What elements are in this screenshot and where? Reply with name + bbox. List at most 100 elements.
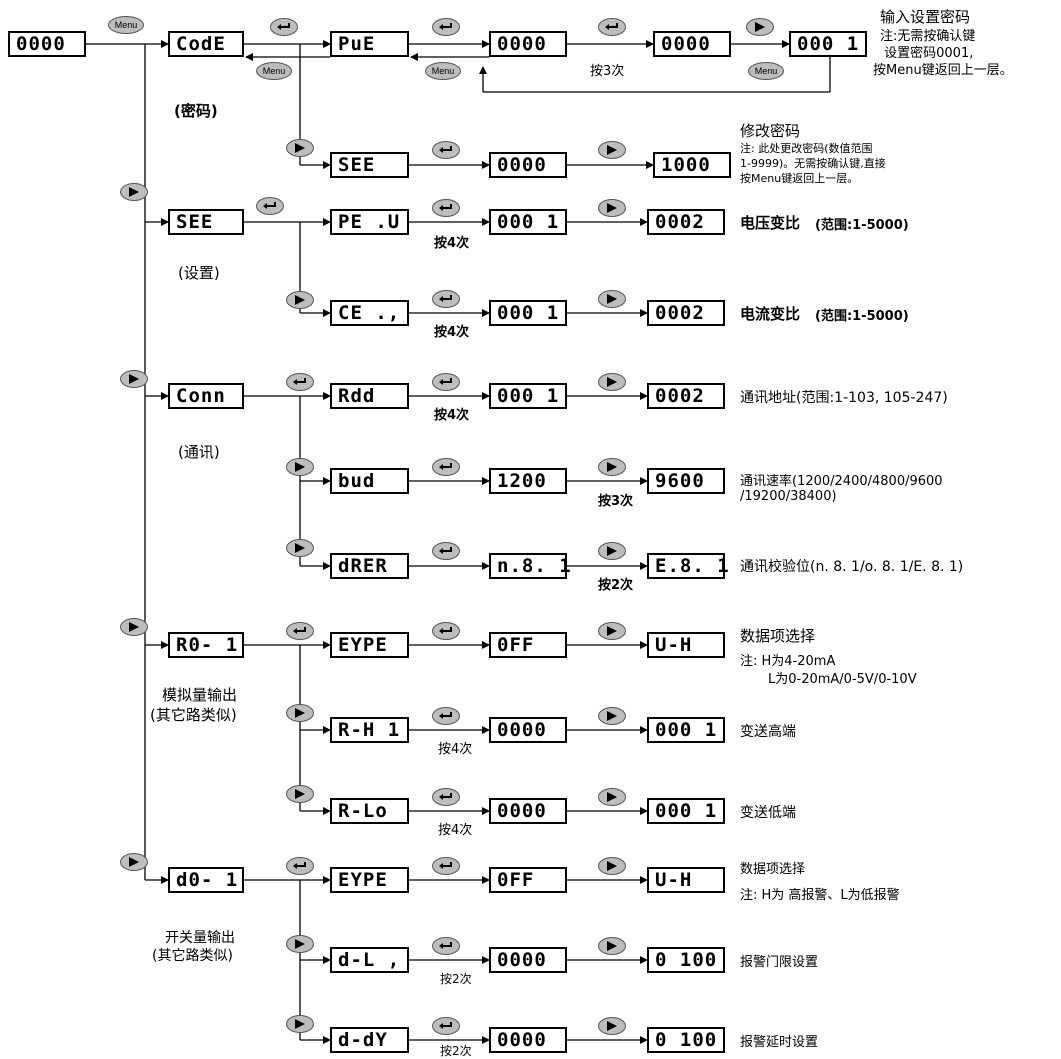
display-code: CodE xyxy=(168,31,244,57)
shift-key-icon xyxy=(286,935,314,953)
enter-key-icon xyxy=(432,141,460,159)
note-ptu-range: (范围:1-5000) xyxy=(815,218,909,233)
shift-key-icon xyxy=(120,853,148,871)
note-ahi: 变送高端 xyxy=(740,724,796,740)
press-count-label: 按4次 xyxy=(434,408,470,423)
display-ddy: d-dY xyxy=(330,1027,409,1053)
note-add: 通讯地址(范围:1-103, 105-247) xyxy=(740,390,948,406)
display-data-value-2: E.8. 1 xyxy=(647,553,729,579)
shift-key-icon xyxy=(598,707,626,725)
shift-key-icon xyxy=(598,199,626,217)
menu-key-icon: Menu xyxy=(748,62,784,80)
display-bud: bud xyxy=(330,468,409,494)
display-put-value-3: 000 1 xyxy=(789,31,867,57)
menu-key-icon: Menu xyxy=(108,16,144,34)
press-count-label: 按2次 xyxy=(440,972,472,986)
note-dli: 报警门限设置 xyxy=(740,955,819,970)
shift-key-icon xyxy=(286,458,314,476)
display-add: Rdd xyxy=(330,383,409,409)
enter-key-icon xyxy=(432,937,460,955)
shift-key-icon xyxy=(286,785,314,803)
display-set-code-value-1: 0000 xyxy=(489,152,567,178)
display-set-code-value-2: 1000 xyxy=(653,152,731,178)
display-data-value-1: n.8. 1 xyxy=(489,553,571,579)
shift-key-icon xyxy=(598,1017,626,1035)
display-ao: R0- 1 xyxy=(168,632,244,658)
display-do-type-value-2: U-H xyxy=(647,867,725,893)
group-label-conn: (通讯) xyxy=(178,443,220,461)
note-put-line-4: 按Menu键返回上一层。 xyxy=(873,63,1013,78)
shift-key-icon xyxy=(598,622,626,640)
display-cti-value-2: 0002 xyxy=(647,300,725,326)
enter-key-icon xyxy=(432,458,460,476)
shift-key-icon xyxy=(286,291,314,309)
enter-key-icon xyxy=(286,857,314,875)
note-alo: 变送低端 xyxy=(740,805,796,821)
display-root: 0000 xyxy=(8,31,86,57)
group-label-code: (密码) xyxy=(174,102,218,120)
enter-key-icon xyxy=(270,18,298,36)
shift-key-icon xyxy=(598,788,626,806)
shift-key-icon xyxy=(286,139,314,157)
press-count-label: 按2次 xyxy=(598,578,634,593)
note-cti: 电流变比 xyxy=(740,305,801,323)
display-do: d0- 1 xyxy=(168,867,244,893)
press-count-label: 按4次 xyxy=(438,742,473,757)
enter-key-icon xyxy=(598,18,626,36)
display-do-type: EYPE xyxy=(330,867,409,893)
display-put: PuE xyxy=(330,31,409,57)
press-count-label: 按3次 xyxy=(590,64,625,79)
enter-key-icon xyxy=(286,373,314,391)
display-dli: d-L , xyxy=(330,947,409,973)
menu-key-icon: Menu xyxy=(256,62,292,80)
shift-key-icon xyxy=(598,458,626,476)
note-put-line-1: 输入设置密码 xyxy=(880,8,971,26)
note-ao-type-line-1: 数据项选择 xyxy=(740,627,816,645)
shift-key-icon xyxy=(120,370,148,388)
display-do-type-value-1: 0FF xyxy=(489,867,567,893)
display-ahi-value-1: 0000 xyxy=(489,717,567,743)
enter-key-icon xyxy=(432,857,460,875)
enter-key-icon xyxy=(286,622,314,640)
display-put-value-1: 0000 xyxy=(489,31,567,57)
enter-key-icon xyxy=(432,199,460,217)
shift-key-icon xyxy=(120,618,148,636)
note-ddy: 报警延时设置 xyxy=(740,1035,819,1050)
enter-key-icon xyxy=(256,197,284,215)
enter-key-icon xyxy=(432,1017,460,1035)
display-cti: CE ., xyxy=(330,300,409,326)
note-set-line-3: 1-9999)。无需按确认键,直接 xyxy=(740,157,886,170)
shift-key-icon xyxy=(598,373,626,391)
display-add-value-1: 000 1 xyxy=(489,383,567,409)
display-cti-value-1: 000 1 xyxy=(489,300,567,326)
note-set-line-2: 注: 此处更改密码(数值范围 xyxy=(740,142,873,155)
display-add-value-2: 0002 xyxy=(647,383,725,409)
display-alo-value-1: 0000 xyxy=(489,798,567,824)
note-ao-type-line-2: 注: H为4-20mA xyxy=(740,654,836,669)
enter-key-icon xyxy=(432,622,460,640)
enter-key-icon xyxy=(432,18,460,36)
press-count-label: 按4次 xyxy=(438,823,473,838)
shift-key-icon xyxy=(286,539,314,557)
display-dli-value-1: 0000 xyxy=(489,947,567,973)
display-set-code: SEE xyxy=(330,152,409,178)
shift-key-icon xyxy=(598,290,626,308)
enter-key-icon xyxy=(432,542,460,560)
shift-key-icon xyxy=(286,1015,314,1033)
display-ao-type: EYPE xyxy=(330,632,409,658)
note-bud-line-1: 通讯速率(1200/2400/4800/9600 xyxy=(740,474,943,489)
shift-key-icon xyxy=(598,857,626,875)
display-ddy-value-2: 0 100 xyxy=(647,1027,725,1053)
display-conn: Conn xyxy=(168,383,244,409)
shift-key-icon xyxy=(598,937,626,955)
shift-key-icon xyxy=(598,141,626,159)
display-ahi: R-H 1 xyxy=(330,717,409,743)
display-bud-value-1: 1200 xyxy=(489,468,567,494)
note-ao-type-line-3: L为0-20mA/0-5V/0-10V xyxy=(768,672,917,687)
enter-key-icon xyxy=(432,707,460,725)
note-put-line-2: 注:无需按确认键 xyxy=(880,29,976,44)
display-ao-type-value-1: 0FF xyxy=(489,632,567,658)
note-put-line-3: 设置密码0001, xyxy=(880,46,974,61)
